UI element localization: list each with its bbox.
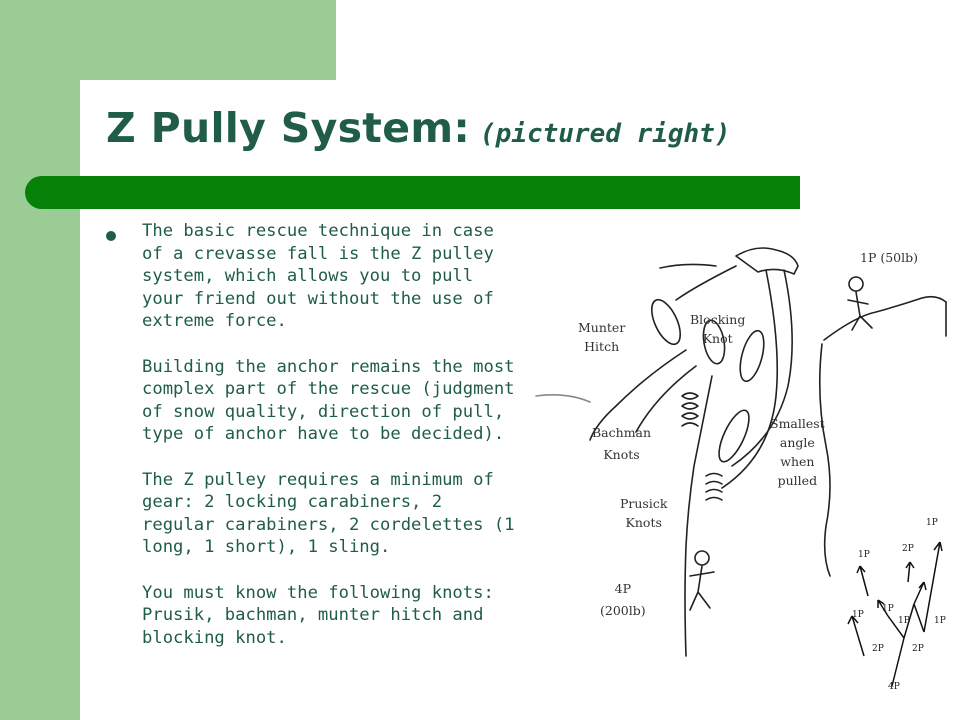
label-smallest-angle: Smallest angle when pulled bbox=[770, 414, 825, 490]
label-line: Prusick bbox=[620, 496, 668, 511]
rescuer-head-icon bbox=[694, 550, 710, 566]
force-diagram-arrows bbox=[847, 541, 943, 687]
title-note: (pictured right) bbox=[480, 119, 731, 149]
force-label: 1P bbox=[882, 604, 894, 614]
label-prusik-knots: Prusick Knots bbox=[620, 494, 667, 532]
paragraph: Building the anchor remains the most com… bbox=[142, 356, 515, 445]
label-bachman-knots: Bachman Knots bbox=[592, 422, 651, 466]
carabiner-icon bbox=[702, 319, 726, 365]
paragraph: You must know the following knots: Prusi… bbox=[142, 582, 494, 648]
title-rule bbox=[60, 176, 800, 209]
label-line: when bbox=[780, 454, 815, 469]
label-line: (200lb) bbox=[600, 603, 646, 618]
rope-line bbox=[684, 375, 713, 657]
bachman-knot-icon bbox=[681, 392, 699, 427]
label-munter-hitch: Munter Hitch bbox=[578, 318, 625, 356]
force-label: 1P bbox=[858, 550, 870, 560]
force-label: 2P bbox=[902, 544, 914, 554]
carabiner-icon bbox=[739, 329, 765, 383]
force-label: 1P bbox=[926, 518, 938, 528]
force-label: 1P bbox=[934, 616, 946, 626]
carabiner-icon bbox=[718, 409, 750, 463]
bullet-body: The basic rescue technique in case of a … bbox=[142, 220, 517, 649]
prusik-knot-icon bbox=[705, 472, 723, 501]
rope-line bbox=[589, 349, 687, 441]
label-line: Munter bbox=[578, 320, 626, 335]
label-line: 4P bbox=[614, 581, 631, 596]
rope-line bbox=[731, 269, 793, 467]
rope-line bbox=[535, 394, 591, 403]
paragraph: The Z pulley requires a minimum of gear:… bbox=[142, 469, 515, 558]
label-line: Knots bbox=[625, 515, 662, 530]
rescuer-body-icon bbox=[689, 565, 715, 611]
carabiner-icon bbox=[650, 298, 682, 346]
paragraph: The basic rescue technique in case of a … bbox=[142, 221, 494, 332]
label-line: Blocking bbox=[690, 312, 746, 327]
anchor-sling-icon bbox=[735, 247, 799, 275]
label-line: pulled bbox=[777, 473, 818, 488]
rope-line bbox=[675, 265, 737, 301]
label-line: Hitch bbox=[584, 339, 620, 354]
pulley-sketch bbox=[535, 247, 947, 687]
side-accent-band bbox=[0, 0, 80, 720]
rope-line bbox=[635, 365, 697, 433]
label-line: Knots bbox=[603, 447, 640, 462]
rope-line bbox=[721, 269, 779, 489]
bullet-icon bbox=[106, 231, 116, 241]
cliff-edge bbox=[823, 295, 947, 341]
force-label: 2P bbox=[872, 644, 884, 654]
cliff-wall bbox=[818, 343, 831, 577]
force-label: 1P bbox=[898, 616, 910, 626]
force-label: 1P bbox=[852, 610, 864, 620]
title-text: Z Pully System: bbox=[106, 104, 471, 152]
label-blocking-knot: Blocking Knot bbox=[690, 310, 745, 348]
slide-title: Z Pully System: (pictured right) bbox=[106, 104, 866, 174]
label-line: angle bbox=[779, 435, 815, 450]
label-line: Knot bbox=[702, 331, 733, 346]
top-accent-band bbox=[80, 0, 336, 80]
z-pulley-illustration: 1P (50lb) Munter Hitch Blocking Knot Bac… bbox=[526, 226, 960, 720]
climber-head-icon bbox=[848, 276, 864, 292]
force-label: 4P bbox=[888, 682, 900, 692]
snow-surface-line bbox=[659, 263, 717, 269]
label-line: Smallest bbox=[770, 416, 825, 431]
climber-body-icon bbox=[847, 291, 873, 331]
label-bottom-load: 4P (200lb) bbox=[600, 578, 646, 622]
force-label: 2P bbox=[912, 644, 924, 654]
label-line: Bachman bbox=[592, 425, 652, 440]
label-top-load: 1P (50lb) bbox=[860, 250, 918, 265]
